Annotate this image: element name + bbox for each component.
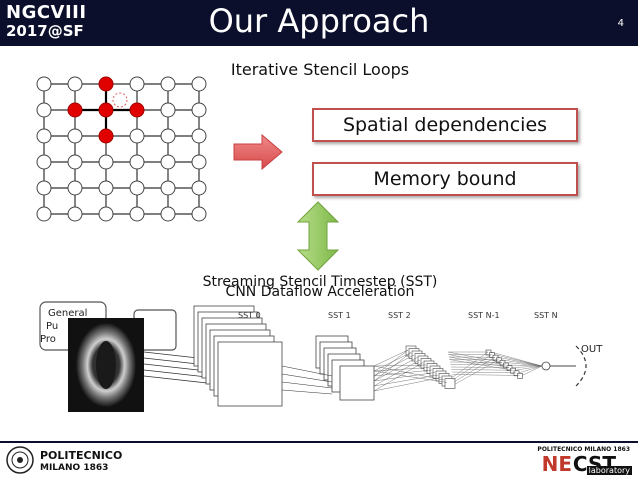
- general-label-3: Pro: [40, 334, 56, 345]
- logo-line1: NGCVIII: [6, 2, 87, 23]
- sst-caption: Streaming Stencil Timestep (SST): [202, 274, 438, 290]
- sst-label-n: SST N: [534, 311, 558, 320]
- sst1-stack: [315, 335, 375, 401]
- stencil-node: [36, 154, 52, 170]
- sstn-node: [541, 361, 551, 371]
- necst-logo: NE: [542, 452, 572, 476]
- slide-title: Our Approach: [208, 2, 430, 40]
- slide-number: 4: [617, 18, 624, 29]
- stencil-node: [67, 206, 83, 222]
- sst-label-2: SST 2: [388, 311, 411, 320]
- sst-label-0: SST 0: [238, 311, 261, 320]
- stencil-node: [67, 180, 83, 196]
- politecnico-logo: POLITECNICO MILANO 1863: [40, 450, 122, 474]
- stencil-node: [129, 76, 145, 92]
- stencil-grid: [36, 76, 207, 222]
- stencil-node: [160, 128, 176, 144]
- necst-laboratory: laboratory: [586, 466, 632, 475]
- stencil-target-node: [112, 92, 128, 108]
- sst2-map: [444, 378, 456, 389]
- necst-top-text: POLITECNICO MILANO 1863: [537, 446, 630, 453]
- sst2-stack: [405, 345, 456, 389]
- stencil-node: [67, 154, 83, 170]
- politecnico-line2: MILANO 1863: [40, 463, 109, 473]
- logo-line2: 2017@SF: [6, 22, 84, 40]
- politecnico-seal-icon: [6, 446, 34, 474]
- out-label: OUT: [581, 344, 603, 355]
- conference-logo: NGCVIII 2017@SF: [6, 2, 87, 41]
- stencil-node: [67, 128, 83, 144]
- footer-divider: [0, 441, 638, 443]
- stencil-node: [191, 154, 207, 170]
- cnn-caption: CNN Dataflow Acceleration: [225, 284, 415, 300]
- stencil-node-active: [98, 76, 114, 92]
- stencil-node: [191, 76, 207, 92]
- stencil-node: [191, 180, 207, 196]
- stencil-node: [129, 206, 145, 222]
- stencil-node: [191, 102, 207, 118]
- stencil-node: [160, 180, 176, 196]
- subtitle: Iterative Stencil Loops: [230, 60, 410, 79]
- stencil-node: [129, 180, 145, 196]
- header-bar: NGCVIII 2017@SF Our Approach 4: [0, 0, 638, 46]
- stencil-node: [191, 206, 207, 222]
- stencil-node: [36, 128, 52, 144]
- sst0-stack: [193, 305, 283, 407]
- stencil-node: [36, 180, 52, 196]
- sst-label-1: SST 1: [328, 311, 351, 320]
- stencil-node: [98, 206, 114, 222]
- general-label-2: Pu: [46, 321, 58, 332]
- stencil-node-active: [67, 102, 83, 118]
- memory-bound-box: Memory bound: [312, 162, 578, 196]
- stencil-node: [160, 76, 176, 92]
- stencil-node: [36, 206, 52, 222]
- politecnico-line1: POLITECNICO: [40, 449, 123, 462]
- stencil-node: [98, 180, 114, 196]
- general-label-1: General: [48, 308, 87, 319]
- stencil-node: [129, 154, 145, 170]
- stencil-node-active: [98, 128, 114, 144]
- spatial-dependencies-box: Spatial dependencies: [312, 108, 578, 142]
- stencil-node: [36, 76, 52, 92]
- stencil-node: [98, 154, 114, 170]
- right-arrow-icon: [233, 133, 283, 171]
- stencil-node: [160, 102, 176, 118]
- double-arrow-icon: [296, 201, 340, 271]
- cnn-dataflow-diagram: General Pu Pro: [39, 301, 603, 412]
- stencil-node: [160, 154, 176, 170]
- necst-ne: NE: [541, 452, 572, 476]
- sst-label-n-1: SST N-1: [468, 311, 500, 320]
- sstn1-stack: [485, 349, 523, 379]
- stencil-node: [67, 76, 83, 92]
- stencil-node: [191, 128, 207, 144]
- stencil-node-active: [129, 102, 145, 118]
- stencil-node: [36, 102, 52, 118]
- sstn1-unit: [517, 373, 523, 379]
- stencil-node: [160, 206, 176, 222]
- stencil-node: [129, 128, 145, 144]
- stencil-node-active: [98, 102, 114, 118]
